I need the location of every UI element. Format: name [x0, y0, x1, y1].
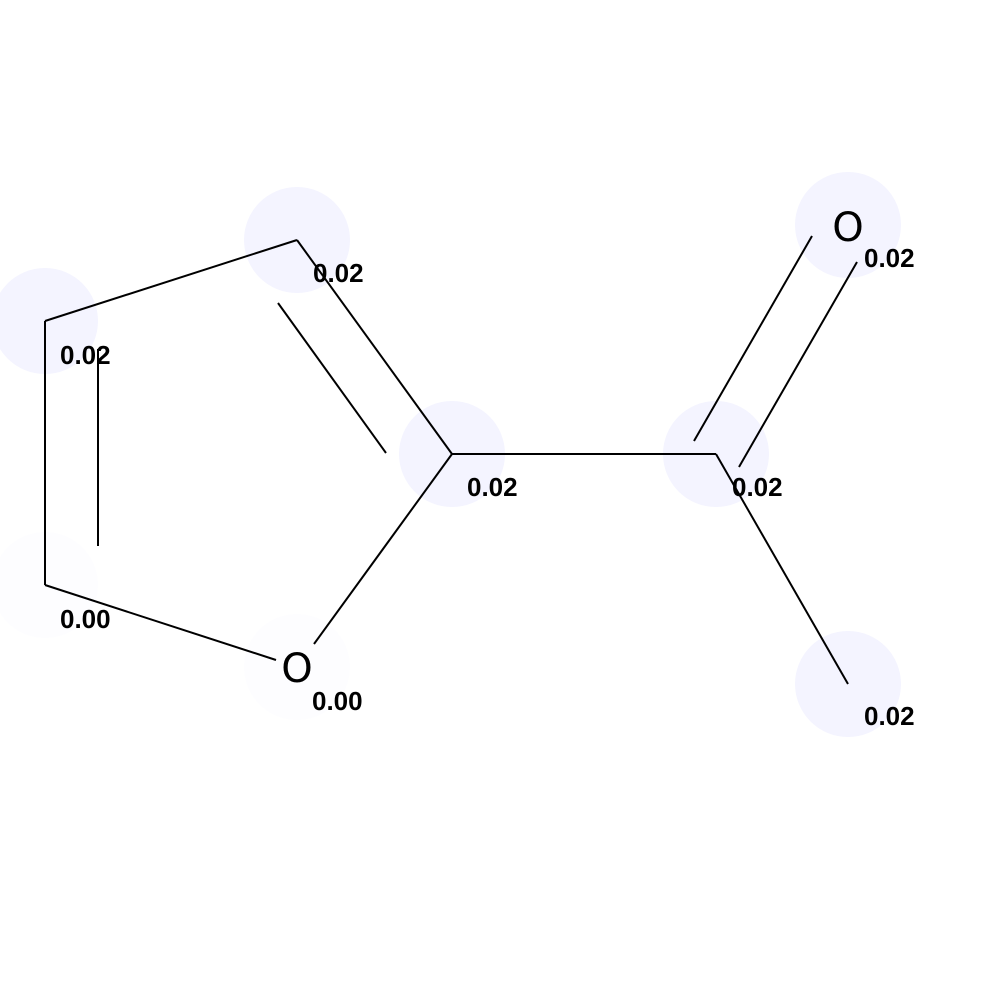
atom-highlight-o7	[795, 172, 901, 278]
atom-score-c6: 0.02	[732, 472, 783, 502]
atom-highlight-c3	[0, 532, 98, 638]
atom-score-c3: 0.00	[60, 604, 111, 634]
bond-o4-c5	[313, 453, 453, 645]
bond-c2-c1	[44, 239, 298, 322]
atom-symbol-o7: O	[832, 205, 863, 251]
atom-highlight-o4	[244, 614, 350, 720]
atom-score-c5: 0.02	[467, 472, 518, 502]
atom-highlight-c2	[0, 268, 98, 374]
atom-score-o4: 0.00	[312, 686, 363, 716]
atom-symbols: O O	[281, 205, 863, 692]
atom-score-c8: 0.02	[864, 701, 915, 731]
bond-c6-o7-b	[738, 261, 858, 468]
bond-c6-o7-a	[693, 235, 813, 442]
bond-c1-c5	[296, 239, 453, 455]
atom-score-o7: 0.02	[864, 243, 915, 273]
atom-highlights	[0, 172, 901, 737]
atom-symbol-o4: O	[281, 646, 312, 692]
atom-scores: 0.02 0.02 0.00 0.00 0.02 0.02 0.02 0.02	[60, 243, 915, 731]
bond-c3-o4	[44, 584, 277, 661]
bond-c6-c8	[715, 453, 849, 685]
bond-c1-c5-inner	[277, 302, 387, 454]
bonds	[44, 235, 858, 685]
atom-score-c2: 0.02	[60, 340, 111, 370]
atom-score-c1: 0.02	[313, 258, 364, 288]
